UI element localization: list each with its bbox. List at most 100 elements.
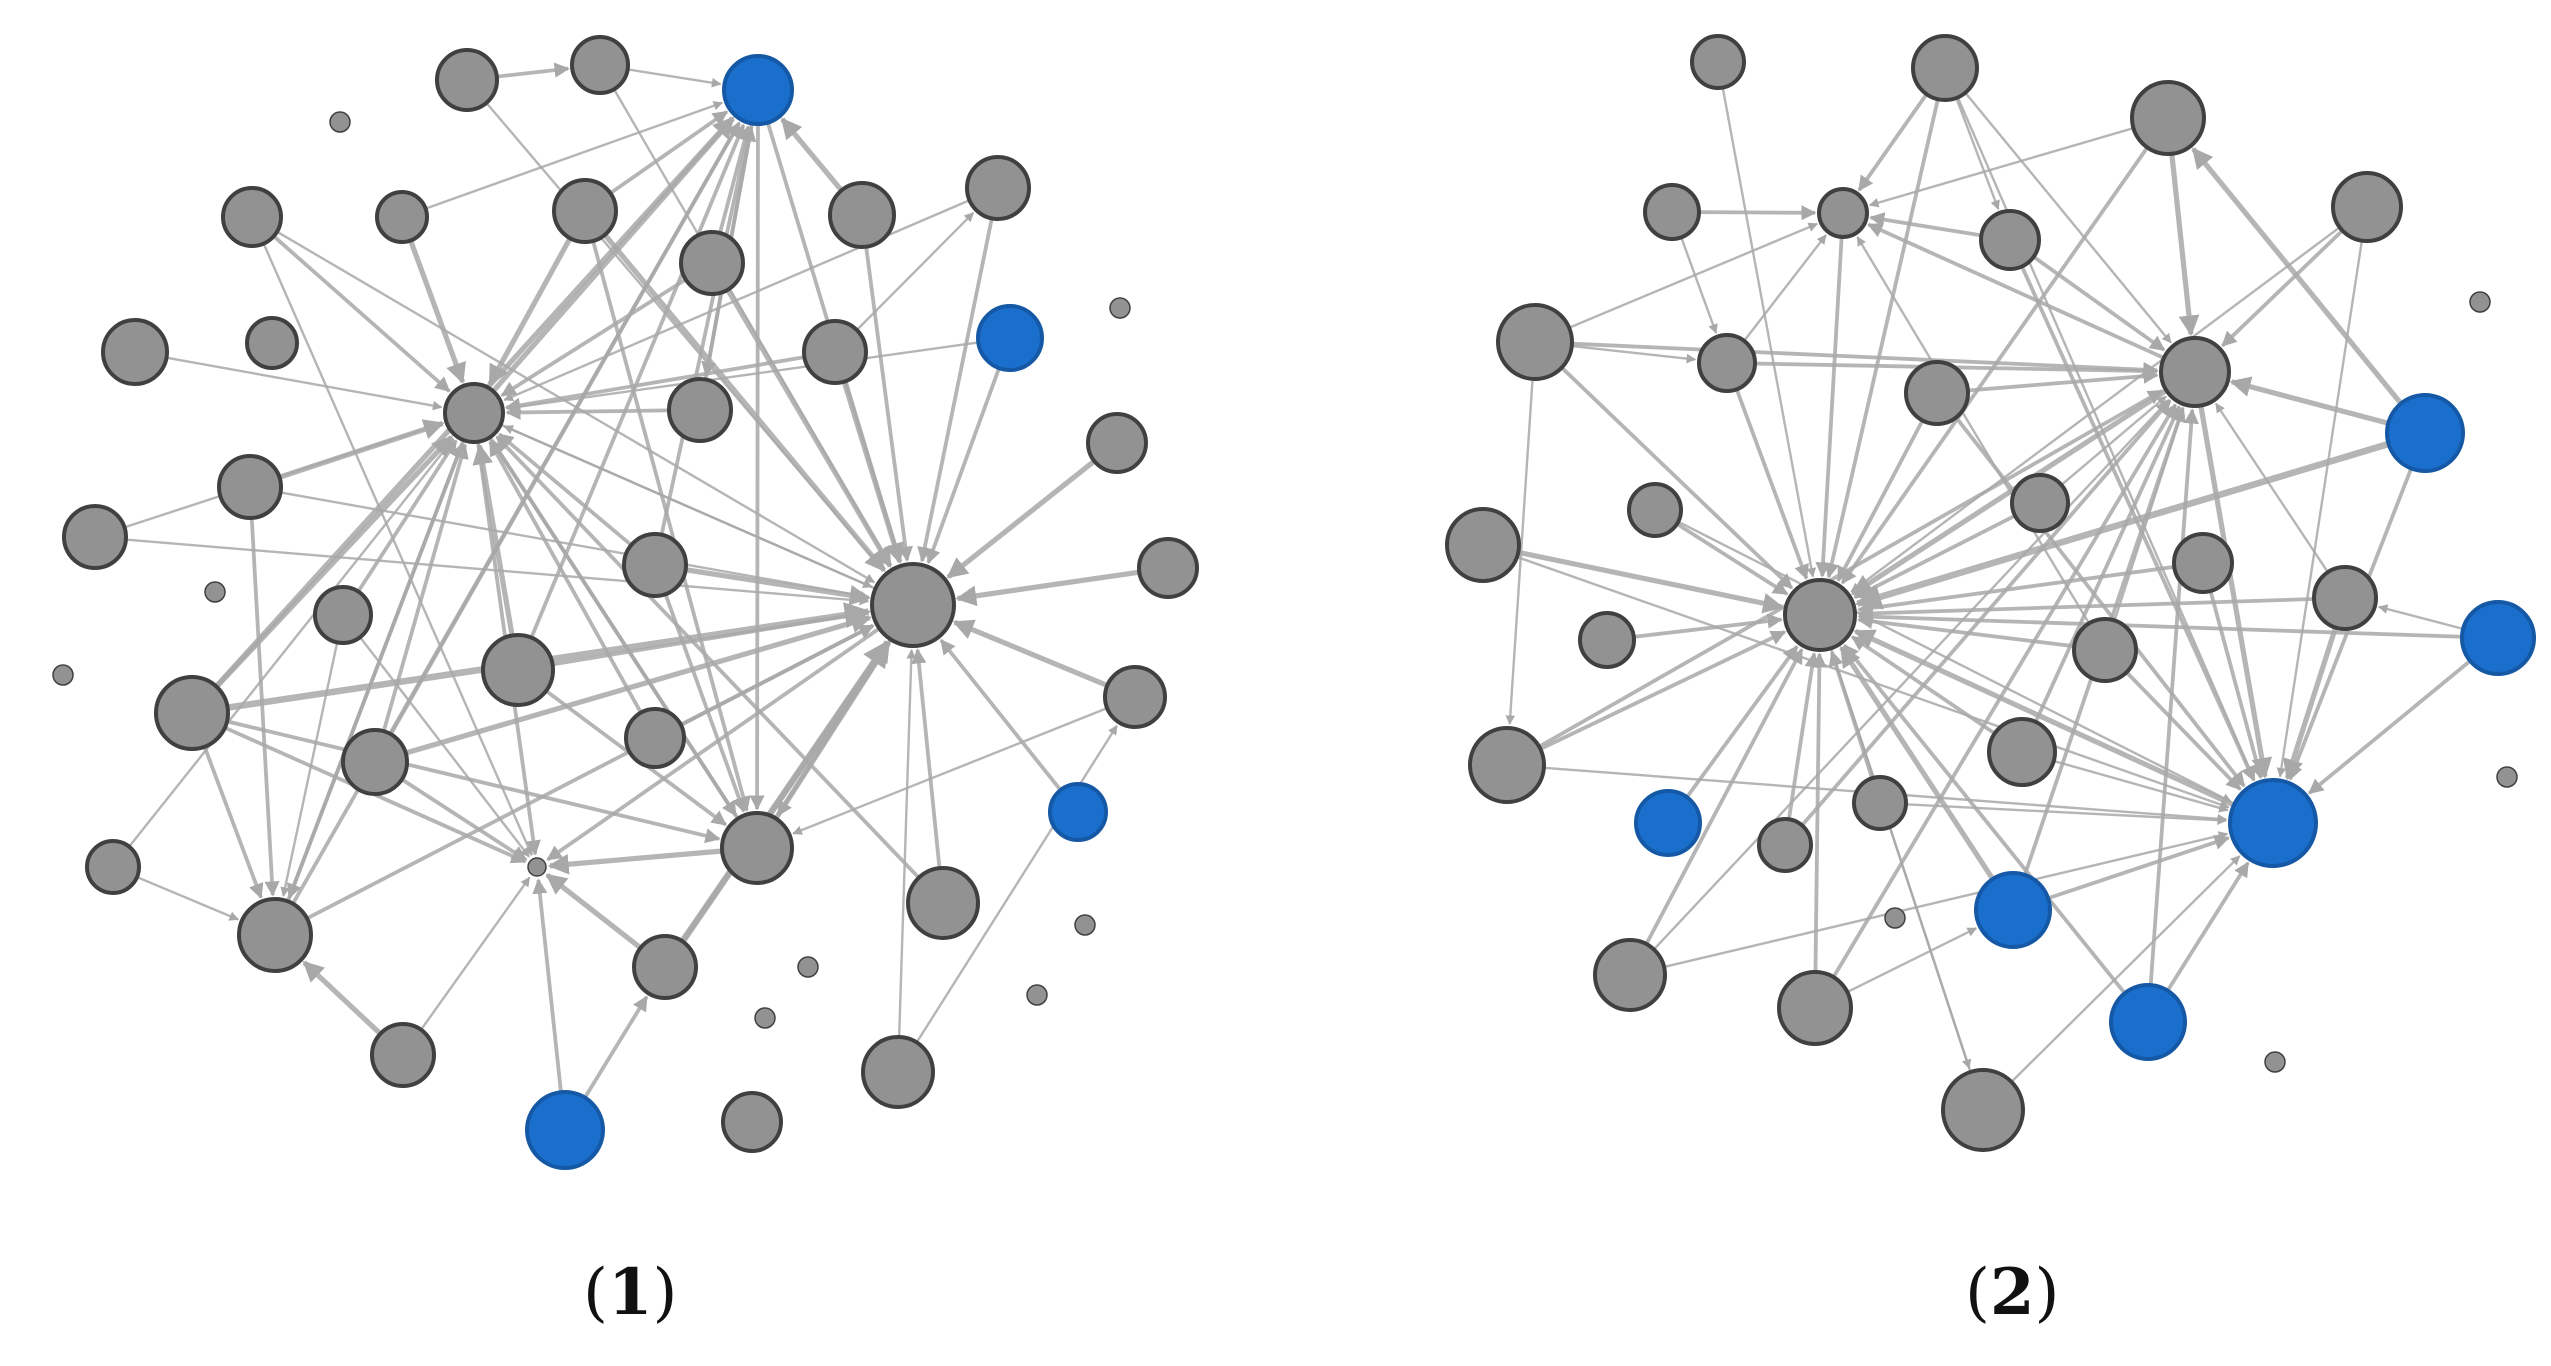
edge-a39-a34 bbox=[545, 872, 643, 950]
node-b8 bbox=[2469, 291, 2491, 313]
edge-a7-a3 bbox=[609, 110, 729, 195]
edge-a31-a34 bbox=[400, 777, 528, 862]
node-a11 bbox=[1109, 297, 1131, 319]
node-b12 bbox=[2159, 336, 2231, 408]
edge-b29-b12 bbox=[1800, 399, 2172, 827]
edge-b2-b6 bbox=[1955, 97, 2000, 211]
edge-a42-a34 bbox=[420, 876, 531, 1031]
edge-a9-a22 bbox=[917, 217, 994, 563]
node-a4 bbox=[329, 111, 351, 133]
edge-b15-b12 bbox=[2060, 395, 2167, 486]
node-a28 bbox=[154, 675, 230, 751]
edge-a30-a35 bbox=[792, 707, 1108, 835]
edge-a21-a22 bbox=[685, 567, 871, 606]
edge-a21-a16 bbox=[498, 432, 633, 547]
node-a22 bbox=[870, 562, 956, 648]
node-b14 bbox=[1627, 482, 1683, 538]
edge-b14-b19 bbox=[1675, 522, 1789, 596]
edge-b34-b12 bbox=[2148, 408, 2199, 986]
node-a36 bbox=[237, 897, 313, 973]
highlighted-node-a45 bbox=[525, 1090, 605, 1170]
edge-b24-b12 bbox=[2033, 405, 2181, 723]
edge-b3-b12 bbox=[2169, 153, 2200, 337]
highlighted-node-a32 bbox=[1048, 782, 1108, 842]
highlighted-node-b34 bbox=[2109, 983, 2187, 1061]
edge-b9-b19 bbox=[1560, 366, 1794, 590]
edge-a42-a36 bbox=[302, 960, 383, 1036]
edge-b24-b28 bbox=[2053, 759, 2229, 813]
edge-a2-a1 bbox=[496, 62, 570, 79]
node-a26 bbox=[481, 633, 555, 707]
edge-b2-b5 bbox=[1857, 93, 1929, 192]
network-panel-2 bbox=[1445, 34, 2536, 1152]
edge-a8-a3 bbox=[780, 117, 844, 193]
node-b19 bbox=[1783, 578, 1857, 652]
node-b5 bbox=[1817, 187, 1869, 239]
highlighted-node-a12 bbox=[976, 304, 1044, 372]
node-a34 bbox=[527, 857, 547, 877]
node-a8 bbox=[828, 181, 896, 249]
edge-b2-b19 bbox=[1824, 98, 1940, 579]
node-b23 bbox=[1468, 726, 1546, 804]
edge-b9-b10 bbox=[1571, 344, 1697, 364]
edge-b34-b28 bbox=[2166, 861, 2250, 992]
edge-b33-b12 bbox=[1831, 403, 2178, 979]
edge-a33-a16 bbox=[128, 438, 455, 848]
edge-a12-a22 bbox=[925, 367, 1001, 565]
node-a6 bbox=[375, 190, 429, 244]
edge-a35-a34 bbox=[547, 848, 723, 875]
edge-b6-b12 bbox=[2032, 255, 2166, 352]
edge-b11-b19 bbox=[1836, 419, 1925, 582]
edge-a44-a30 bbox=[915, 724, 1118, 1044]
edge-b26-b28 bbox=[1905, 803, 2228, 825]
node-b26 bbox=[1852, 775, 1908, 831]
highlighted-node-b13 bbox=[2385, 393, 2465, 473]
node-a38 bbox=[1074, 914, 1096, 936]
node-b32 bbox=[1593, 938, 1667, 1012]
edge-a12-a16 bbox=[505, 341, 979, 412]
edge-a16-a22 bbox=[500, 423, 873, 589]
node-a44 bbox=[861, 1035, 935, 1109]
edge-b7-b19 bbox=[1850, 226, 2341, 593]
edge-b3-b19 bbox=[1840, 146, 2149, 585]
edge-a21-a35 bbox=[663, 593, 747, 813]
edge-a45-a39 bbox=[583, 995, 649, 1099]
edge-a10-a22 bbox=[725, 288, 893, 568]
node-a9 bbox=[965, 155, 1031, 221]
node-b29 bbox=[1757, 817, 1813, 873]
edge-a25-a36 bbox=[280, 642, 339, 897]
node-a21 bbox=[622, 532, 688, 598]
edge-b13-b3 bbox=[2191, 147, 2403, 406]
edge-a5-a16 bbox=[272, 234, 451, 393]
edge-b21-b5 bbox=[1856, 236, 2091, 625]
edge-b29-b19 bbox=[1787, 652, 1820, 820]
edge-a1-a3 bbox=[627, 68, 722, 88]
edge-b2-b12 bbox=[1964, 91, 2172, 344]
edge-b19-b36 bbox=[1829, 647, 1972, 1070]
edge-group bbox=[1505, 87, 2472, 1083]
edge-a22-a34 bbox=[546, 626, 881, 862]
node-a29 bbox=[624, 707, 686, 769]
edge-a7-a35 bbox=[591, 240, 751, 812]
edge-b7-b28 bbox=[2276, 240, 2364, 778]
edge-a5-a22 bbox=[276, 230, 876, 584]
edge-b23-b19 bbox=[1539, 630, 1787, 751]
node-a41 bbox=[1026, 984, 1048, 1006]
node-a46 bbox=[721, 1091, 783, 1153]
node-b4 bbox=[1643, 183, 1701, 241]
edge-b17-b28 bbox=[2208, 590, 2265, 780]
edge-a3-a35 bbox=[749, 123, 765, 811]
edge-a15-a22 bbox=[841, 380, 905, 564]
edge-a16-a36 bbox=[287, 439, 466, 900]
node-b31 bbox=[1884, 907, 1906, 929]
highlighted-node-b22 bbox=[2460, 600, 2536, 676]
edge-b14-b28 bbox=[1677, 520, 2232, 803]
edge-b7-b12 bbox=[2221, 229, 2344, 348]
node-b36 bbox=[1941, 1068, 2025, 1152]
edge-b15-b19 bbox=[1853, 514, 2016, 599]
node-b2 bbox=[1911, 34, 1979, 102]
edge-a10-a3 bbox=[718, 125, 753, 234]
node-a37 bbox=[906, 866, 980, 940]
node-a5 bbox=[221, 186, 283, 248]
node-a30 bbox=[1103, 665, 1167, 729]
